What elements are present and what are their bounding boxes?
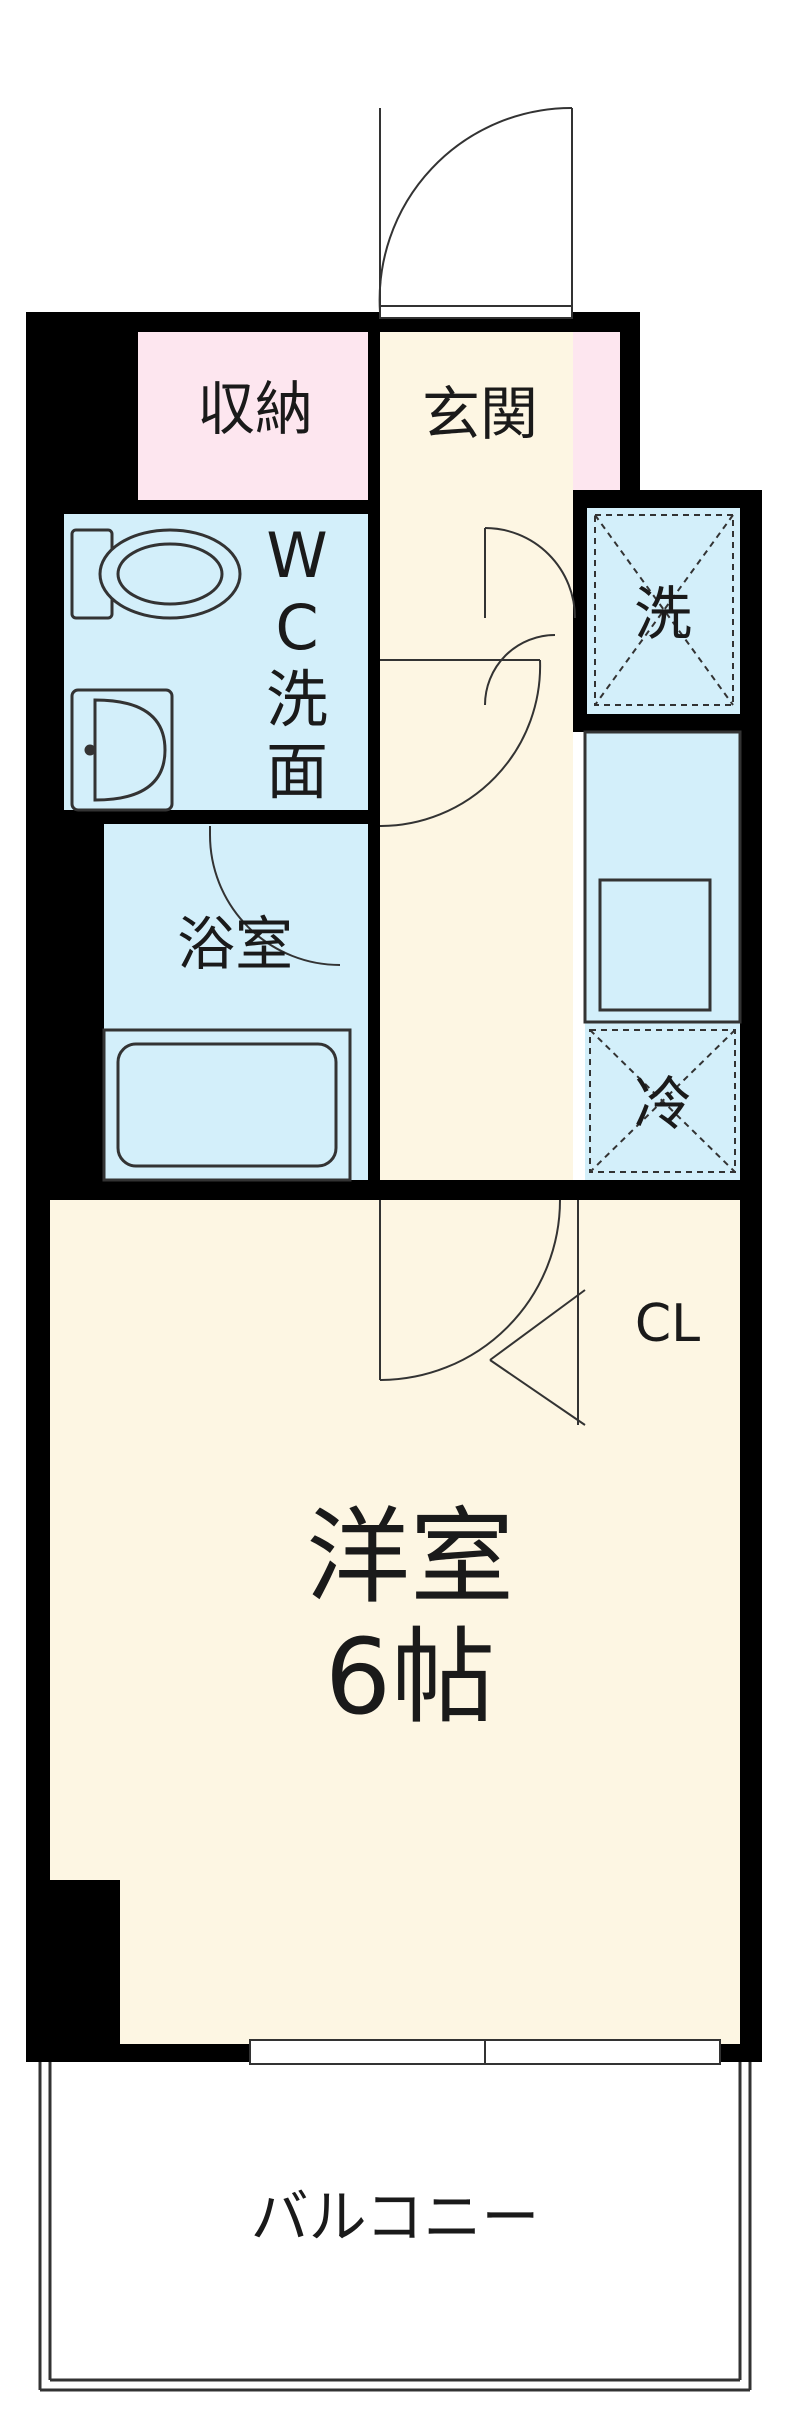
western-room-floor [50, 1200, 740, 2044]
label-western-room-size: 6帖 [324, 1616, 496, 1738]
label-bathroom: 浴室 [176, 910, 293, 978]
sink-icon [70, 688, 174, 812]
washer-space-icon [594, 514, 734, 706]
label-wc-c: C [275, 591, 319, 664]
label-wc-sen: 洗 [265, 663, 328, 736]
label-washer: 洗 [633, 580, 692, 648]
balcony-window [249, 2039, 721, 2065]
label-balcony: バルコニー [250, 2183, 540, 2251]
label-fridge: 冷 [633, 1070, 692, 1138]
label-wc-men: 面 [265, 735, 328, 808]
entrance-door [378, 106, 573, 319]
kitchen-sink-icon [583, 730, 742, 1024]
label-wc-washroom: W C 洗 面 [262, 520, 332, 808]
storage-area [138, 332, 368, 500]
door-arcs [209, 527, 586, 1426]
entrance-side-pink [573, 332, 620, 490]
balcony-rail [38, 2062, 752, 2392]
label-closet: CL [634, 1294, 701, 1354]
label-entrance: 玄関 [421, 380, 538, 448]
bathtub-icon [102, 1028, 352, 1182]
label-storage: 収納 [196, 375, 313, 443]
entrance-hall-floor [380, 332, 573, 1180]
label-wc-w: W [266, 519, 328, 592]
label-western-room: 洋室 [305, 1496, 514, 1618]
fridge-space-icon [589, 1029, 736, 1173]
toilet-icon [70, 528, 242, 620]
western-room-pillar [26, 1880, 120, 2060]
